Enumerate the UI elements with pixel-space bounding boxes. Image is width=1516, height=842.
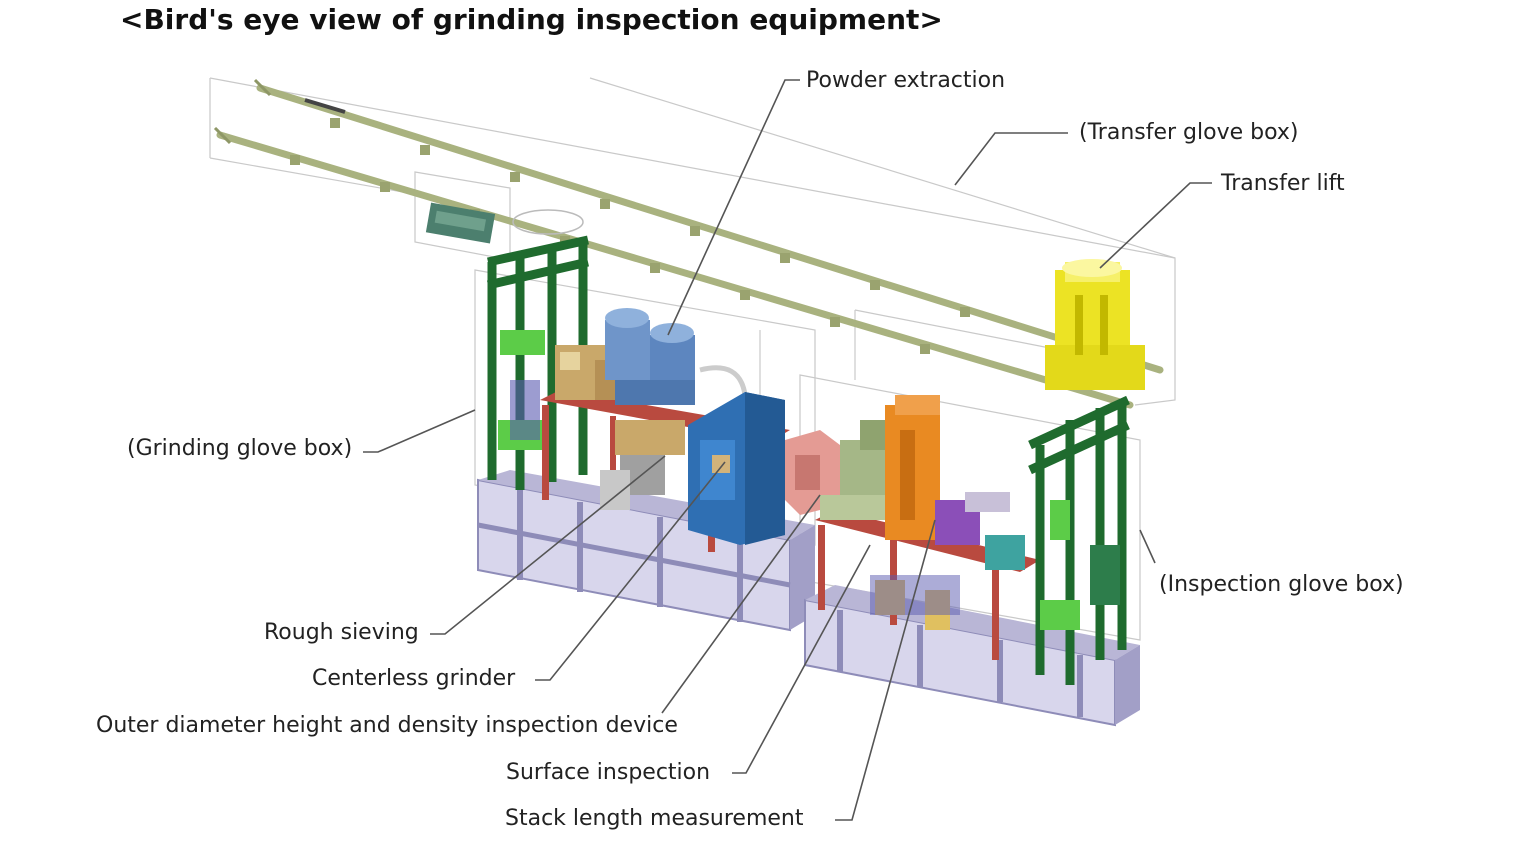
label-centerless-grinder: Centerless grinder (312, 666, 516, 691)
label-outer-diameter-device: Outer diameter height and density inspec… (96, 713, 678, 738)
grinding-transfer-unit (425, 202, 496, 244)
teal-unit (985, 535, 1025, 570)
label-surface-inspection: Surface inspection (506, 760, 711, 785)
label-transfer-glove-box: (Transfer glove box) (1079, 120, 1299, 145)
label-stack-length-measurement: Stack length measurement (505, 806, 804, 831)
inspection-lift-frame (1028, 395, 1130, 685)
outer-diameter-device (785, 430, 840, 515)
centerless-grinder-unit (688, 392, 785, 545)
leader-lines (363, 79, 1212, 821)
powder-extraction-unit (605, 308, 748, 405)
label-inspection-glove-box: (Inspection glove box) (1159, 572, 1404, 597)
page-title: <Bird's eye view of grinding inspection … (120, 3, 943, 36)
inspection-base (804, 585, 1140, 727)
label-grinding-glove-box: (Grinding glove box) (127, 436, 353, 461)
surface-inspection-unit (820, 420, 890, 520)
transfer-rail (216, 84, 1164, 409)
label-rough-sieving: Rough sieving (264, 620, 419, 645)
label-transfer-lift: Transfer lift (1221, 171, 1345, 196)
label-powder-extraction: Powder extraction (806, 68, 1006, 93)
transfer-lift-unit (1045, 259, 1145, 390)
transfer-glove-box-outline (209, 77, 1176, 406)
